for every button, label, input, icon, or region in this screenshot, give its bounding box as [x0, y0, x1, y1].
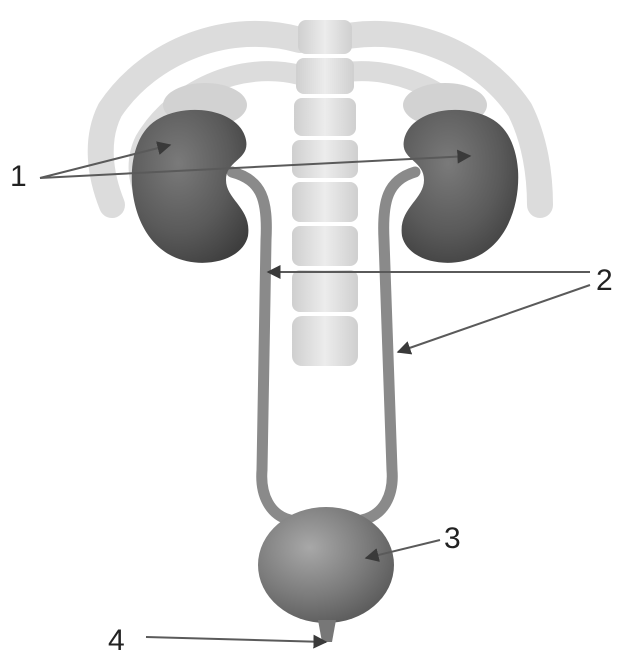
spine — [292, 20, 358, 366]
urethra — [318, 620, 336, 642]
label-3: 3 — [444, 522, 461, 555]
left-kidney — [132, 110, 249, 263]
label-1: 1 — [10, 160, 27, 193]
vertebra — [292, 182, 358, 222]
label-2: 2 — [596, 264, 613, 297]
vertebra — [294, 98, 356, 136]
vertebra — [292, 270, 358, 312]
vertebra — [292, 226, 358, 266]
right-kidney — [402, 110, 519, 263]
leader-2b — [398, 285, 590, 352]
vertebra — [298, 20, 352, 54]
bladder-group — [258, 507, 394, 642]
vertebra — [292, 316, 358, 366]
label-4: 4 — [108, 624, 125, 657]
vertebra — [292, 140, 358, 178]
leader-4 — [146, 637, 326, 642]
vertebra — [296, 58, 354, 94]
bladder — [258, 507, 394, 623]
